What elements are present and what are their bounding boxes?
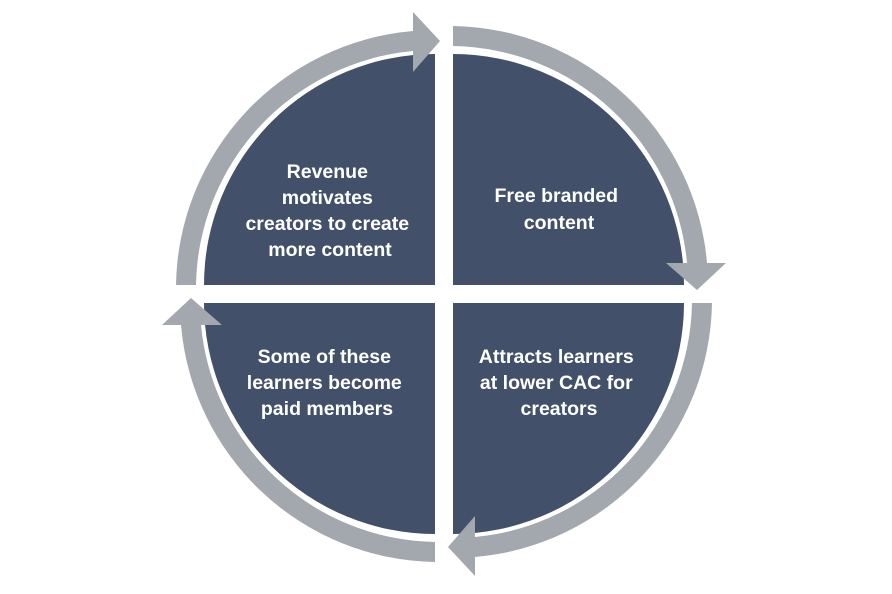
arrow-top-right [453, 26, 726, 290]
label-bottom-right: Attracts learners at lower CAC for creat… [479, 346, 639, 420]
label-top-left: Revenue motivates creators to create mor… [245, 161, 414, 261]
label-bottom-left: Some of these learners become paid membe… [247, 346, 407, 420]
label-line: at lower CAC for [480, 372, 633, 394]
label-line: content [524, 212, 595, 234]
label-line: creators [521, 398, 598, 420]
arrow-top-left [176, 12, 440, 285]
quadrant-top-left [204, 54, 435, 285]
label-line: learners become [247, 372, 402, 394]
label-line: Some of these [258, 346, 391, 368]
label-line: motivates [282, 187, 373, 209]
label-line: paid members [261, 398, 393, 420]
arrow-bottom-left [162, 298, 435, 562]
quadrant-bottom-right [453, 303, 684, 534]
label-line: Attracts learners [479, 346, 634, 368]
label-line: more content [268, 239, 392, 261]
quadrant-top-right [453, 54, 684, 285]
label-line: Revenue [287, 161, 368, 183]
label-top-right: Free branded content [495, 185, 624, 234]
label-line: Free branded [495, 185, 619, 207]
arrow-bottom-right [448, 303, 712, 576]
label-line: creators to create [245, 213, 409, 235]
quadrant-bottom-left [204, 303, 435, 534]
